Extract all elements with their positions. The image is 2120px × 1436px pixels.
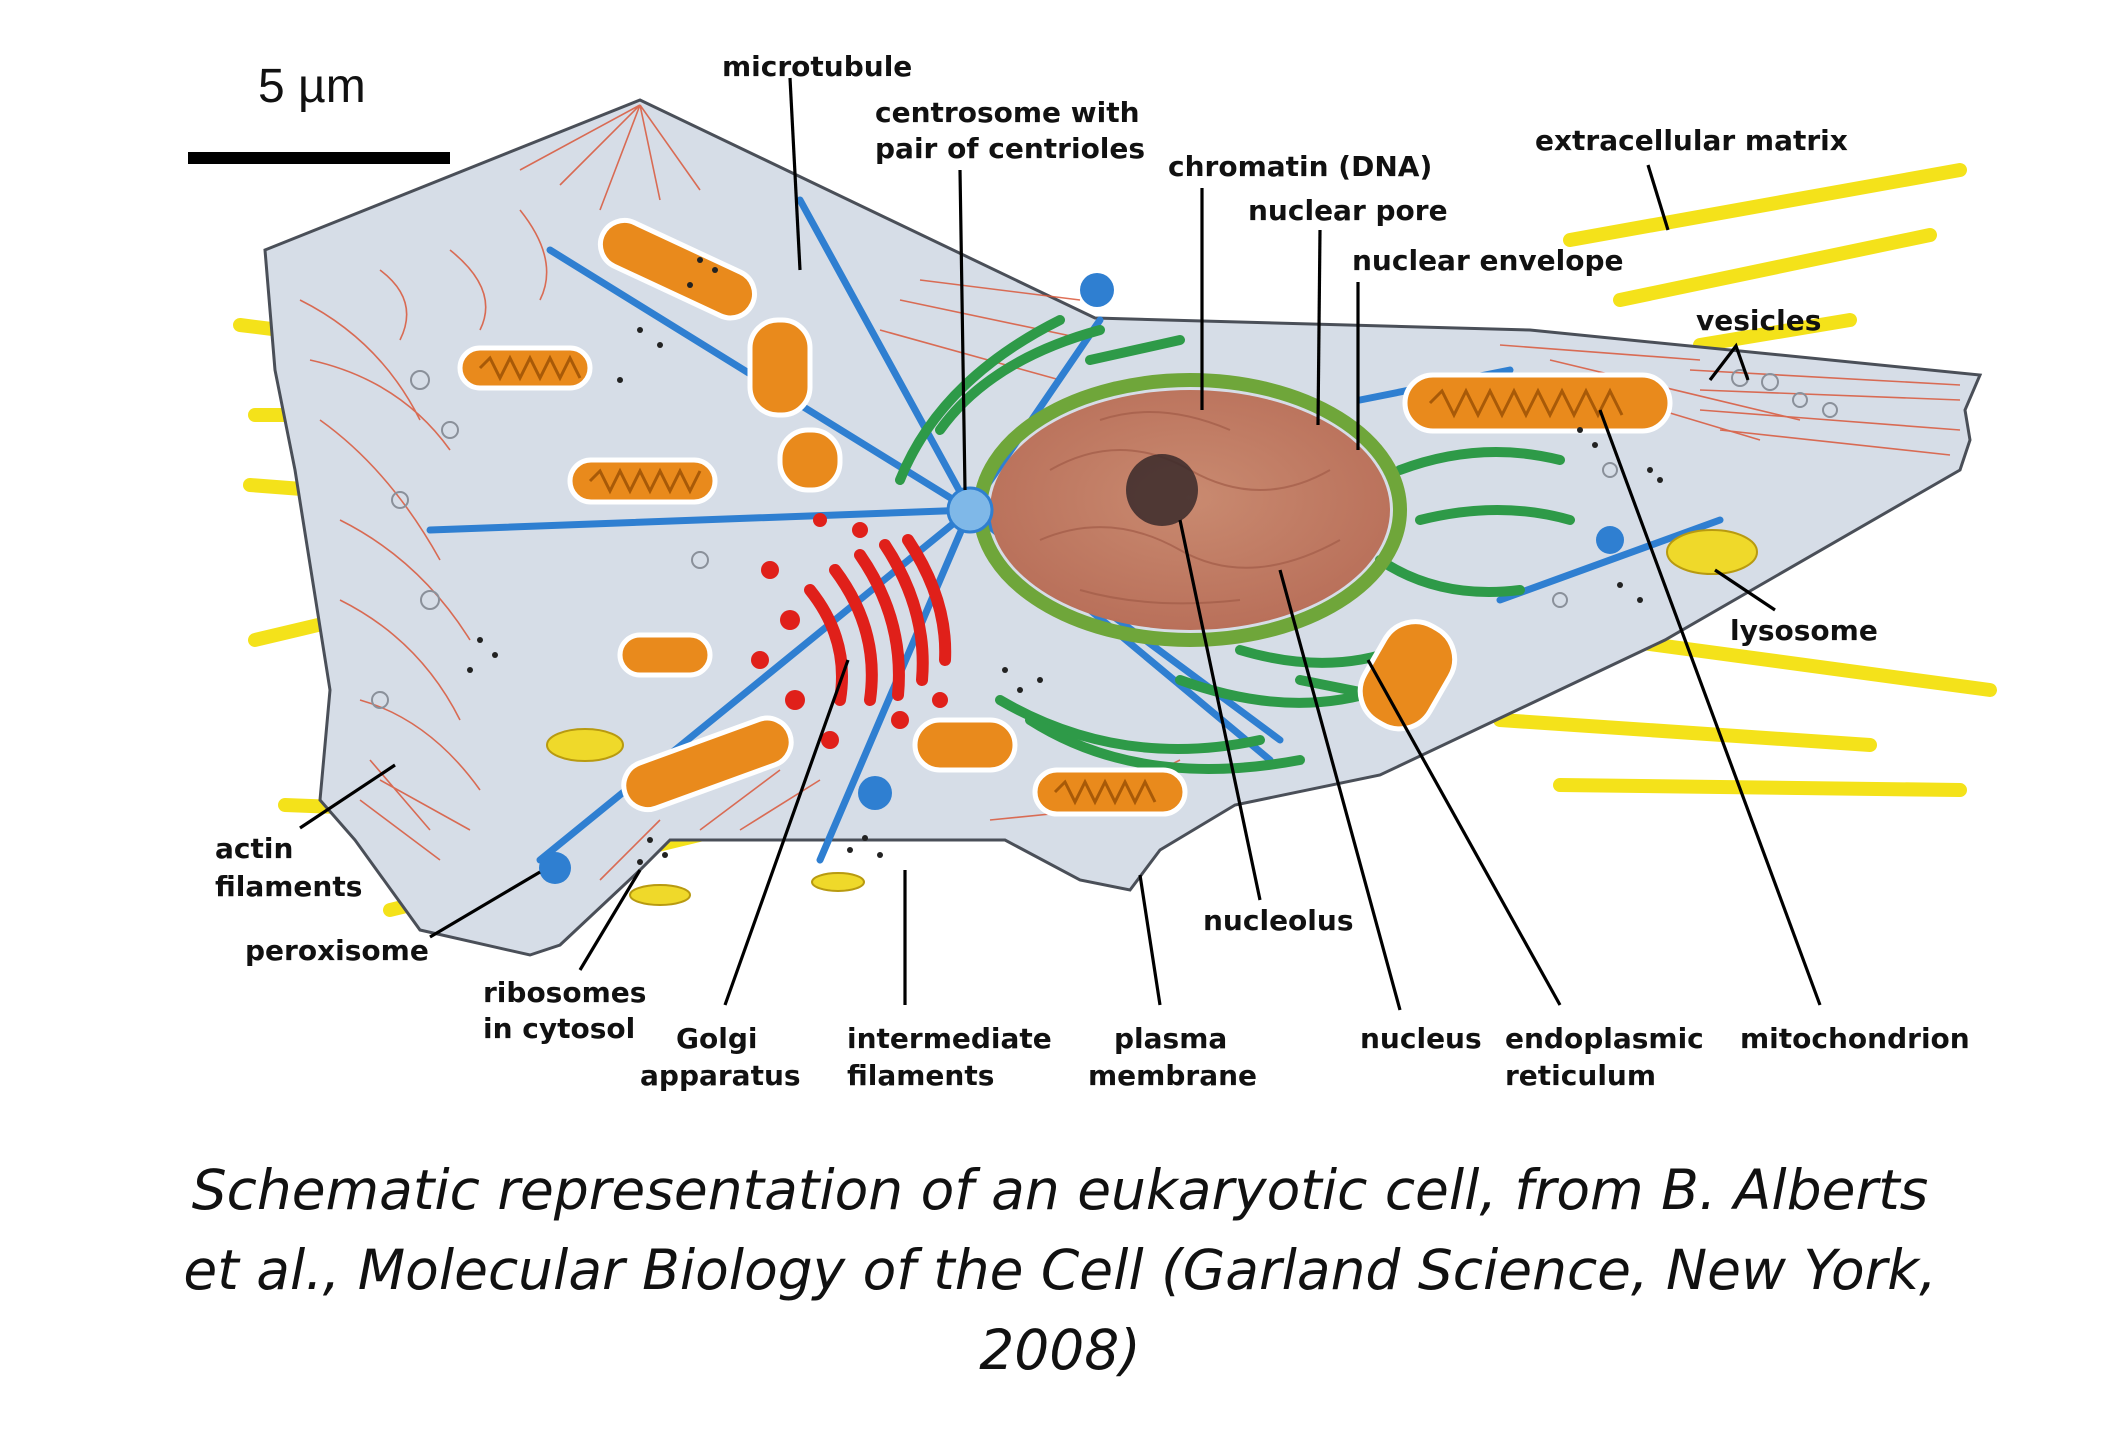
leader-ribosomes (578, 869, 642, 971)
leader-nuclear-pore (1316, 229, 1322, 426)
caption-line-1: Schematic representation of an eukaryoti… (191, 1158, 1929, 1222)
label-vesicles: vesicles (1696, 304, 1821, 337)
label-nucleolus: nucleolus (1203, 904, 1354, 937)
centrosome (946, 486, 994, 534)
label-intermediate-line1: intermediate (847, 1022, 1052, 1055)
lysosomes (546, 529, 1758, 906)
leader-golgi (723, 659, 850, 1006)
golgi-vesicles (751, 513, 948, 749)
nucleolus (1126, 454, 1198, 526)
label-extracellular-matrix: extracellular matrix (1535, 124, 1848, 157)
endoplasmic-reticulum (895, 315, 1575, 774)
mitochondria (457, 217, 1673, 817)
cell-diagram: 5 µm microtubule centrosome with pair of… (188, 50, 1997, 1092)
label-nucleus: nucleus (1360, 1022, 1482, 1055)
label-centrosome-line2: pair of centrioles (875, 132, 1145, 165)
label-nuclear-envelope: nuclear envelope (1352, 244, 1624, 277)
label-golgi-line1: Golgi (676, 1022, 757, 1055)
label-er-line1: endoplasmic (1505, 1022, 1704, 1055)
vesicles (371, 369, 1838, 709)
leader-extracellular-matrix (1646, 164, 1670, 231)
label-ribosomes-line1: ribosomes (483, 976, 646, 1009)
label-ribosomes-line2: in cytosol (483, 1012, 635, 1045)
leader-actin (299, 763, 396, 830)
leader-centrosome (958, 169, 967, 491)
caption-line-3: 2008) (979, 1318, 1141, 1382)
label-microtubule: microtubule (722, 50, 912, 83)
label-lysosome: lysosome (1730, 614, 1878, 647)
leader-lysosome (1714, 568, 1776, 612)
mitochondria-cristae (478, 354, 1624, 806)
leader-er (1366, 659, 1562, 1006)
label-intermediate-line2: filaments (847, 1059, 994, 1092)
label-golgi-line2: apparatus (640, 1059, 801, 1092)
leader-mitochondrion (1598, 409, 1822, 1006)
actin-filament-network (299, 104, 1961, 881)
leader-vesicles (1708, 342, 1750, 381)
label-mitochondrion: mitochondrion (1740, 1022, 1970, 1055)
peroxisomes (539, 273, 1624, 884)
leader-plasma-membrane (1138, 874, 1162, 1006)
figure-caption: Schematic representation of an eukaryoti… (60, 1150, 2060, 1390)
leader-nucleus (1278, 569, 1402, 1011)
label-plasma-line1: plasma (1114, 1022, 1227, 1055)
label-actin-line1: actin (215, 832, 293, 865)
scale-bar-label: 5 µm (258, 60, 366, 113)
leader-lines (299, 77, 1822, 1011)
label-er-line2: reticulum (1505, 1059, 1656, 1092)
label-plasma-line2: membrane (1088, 1059, 1257, 1092)
leader-nucleolus (1178, 519, 1262, 901)
label-peroxisome: peroxisome (245, 934, 429, 967)
leader-peroxisome (429, 870, 541, 939)
label-chromatin: chromatin (DNA) (1168, 150, 1432, 183)
golgi-apparatus (804, 534, 952, 706)
leader-microtubule (788, 77, 802, 271)
caption-line-2: et al., Molecular Biology of the Cell (G… (183, 1238, 1937, 1302)
ribosomes (467, 257, 1663, 865)
label-actin-line2: filaments (215, 870, 362, 903)
label-centrosome-line1: centrosome with (875, 96, 1140, 129)
label-nuclear-pore: nuclear pore (1248, 194, 1448, 227)
